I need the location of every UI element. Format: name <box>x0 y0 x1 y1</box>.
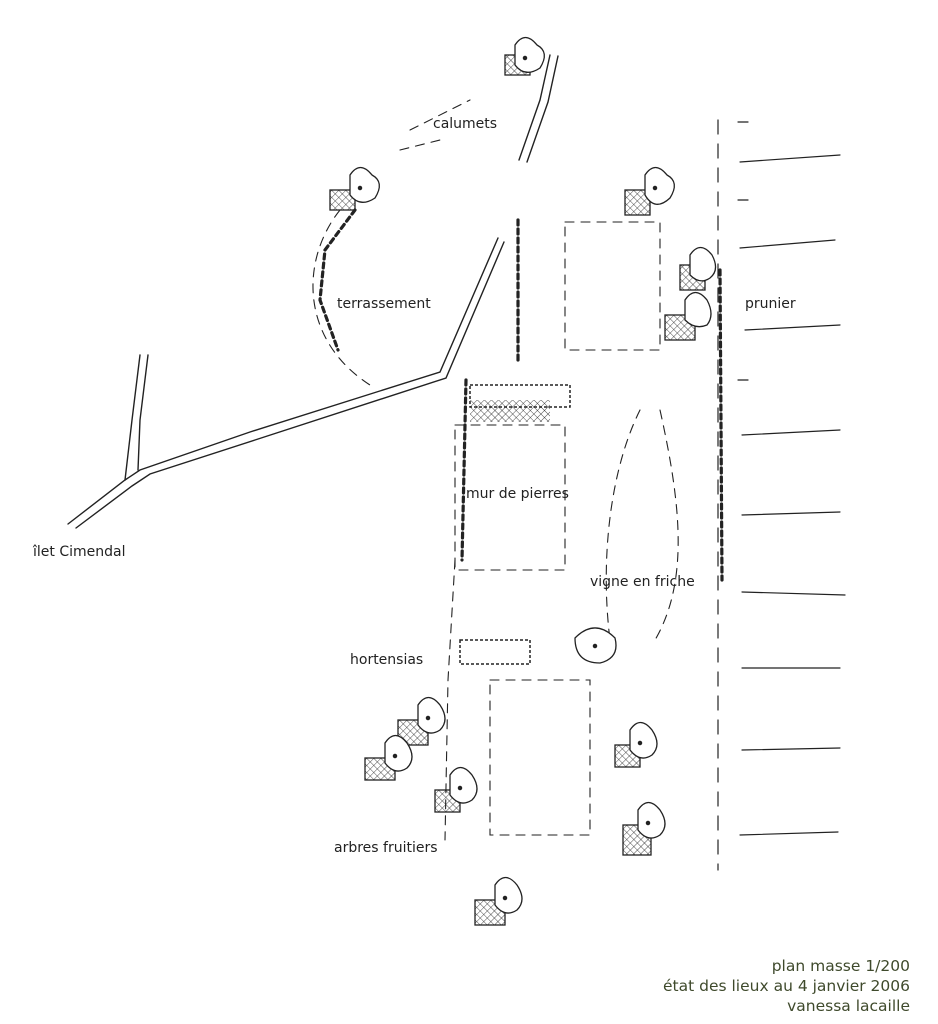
plot-south <box>489 679 591 836</box>
credit-date: état des lieux au 4 janvier 2006 <box>663 977 910 995</box>
river <box>67 237 499 525</box>
credit-author: vanessa lacaille <box>787 997 910 1015</box>
label-hortensias: hortensias <box>350 652 424 668</box>
label-ilet-cimendal: îlet Cimendal <box>33 544 126 560</box>
credit-scale: plan masse 1/200 <box>771 957 910 975</box>
plot-middle <box>454 424 566 571</box>
river-branch <box>124 354 149 481</box>
label-vigne-en-friche: vigne en friche <box>590 574 695 590</box>
credits: plan masse 1/200 état des lieux au 4 jan… <box>663 956 910 1016</box>
plot-north <box>564 221 661 351</box>
hedges <box>459 384 571 665</box>
path <box>518 54 559 163</box>
trees <box>329 36 717 926</box>
label-calumets: calumets <box>433 116 498 132</box>
label-arbres-fruitiers: arbres fruitiers <box>334 840 438 856</box>
stone-wall <box>318 208 724 582</box>
label-mur-de-pierres: mur de pierres <box>466 486 569 502</box>
road-lines <box>737 121 846 836</box>
label-prunier: prunier <box>745 296 796 312</box>
label-terrassement: terrassement <box>337 296 431 312</box>
